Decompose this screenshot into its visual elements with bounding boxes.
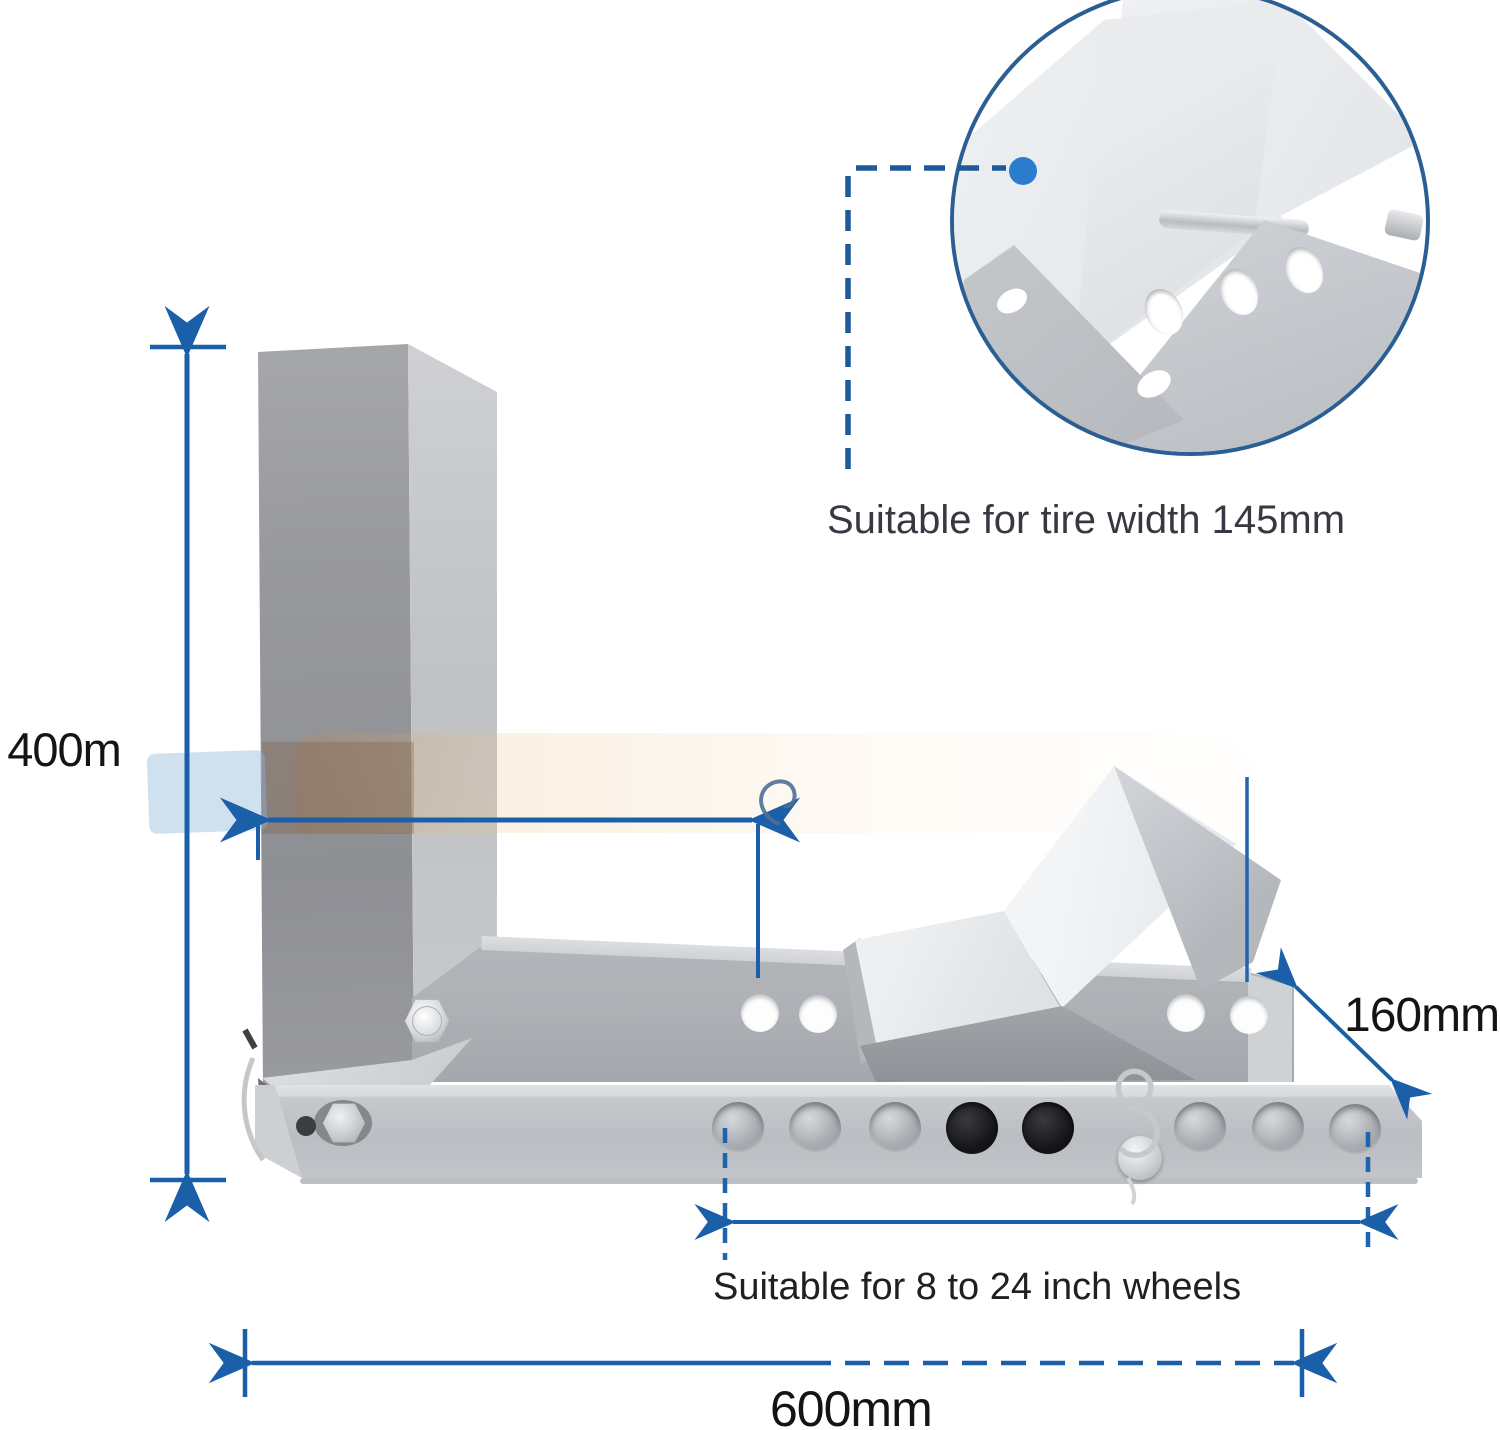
inner-rail-hole: [1167, 994, 1205, 1032]
left-clip-nub: [242, 1028, 258, 1050]
upright-plate-side: [408, 344, 497, 1054]
outer-rail-hole: [1022, 1102, 1074, 1154]
outer-rail-hole: [712, 1102, 764, 1154]
depth-label: 160mm: [1344, 989, 1500, 1042]
base-bolt-end: [296, 1116, 316, 1136]
pin-r-clip-wire: [1115, 1068, 1160, 1158]
height-label: 400m: [7, 723, 122, 776]
inner-rail-hole: [799, 995, 837, 1033]
outer-rail-hole: [1174, 1102, 1226, 1154]
pin-r-clip-tail: [1126, 1177, 1137, 1206]
upright-plate-front: [258, 344, 414, 1092]
tire-width-hook-mark: [759, 779, 797, 826]
left-clip-wire: [241, 1056, 266, 1162]
outer-rail-hole: [789, 1102, 841, 1154]
outer-rail-shadow: [300, 1178, 1418, 1184]
length-label: 600mm: [770, 1381, 933, 1430]
base-nut: [322, 1103, 366, 1143]
detail-inset-circle: [950, 0, 1430, 456]
outer-rail-hole: [946, 1102, 998, 1154]
wheel-range-note: Suitable for 8 to 24 inch wheels: [713, 1266, 1242, 1308]
depth-dimension-line: [1255, 947, 1433, 1120]
plate-bolt-cap: [412, 1006, 442, 1036]
callout-dot: [1009, 157, 1037, 185]
tire-width-note: Suitable for tire width 145mm: [827, 498, 1346, 542]
inner-rail-hole: [741, 994, 779, 1032]
outer-rail-hole: [869, 1102, 921, 1154]
